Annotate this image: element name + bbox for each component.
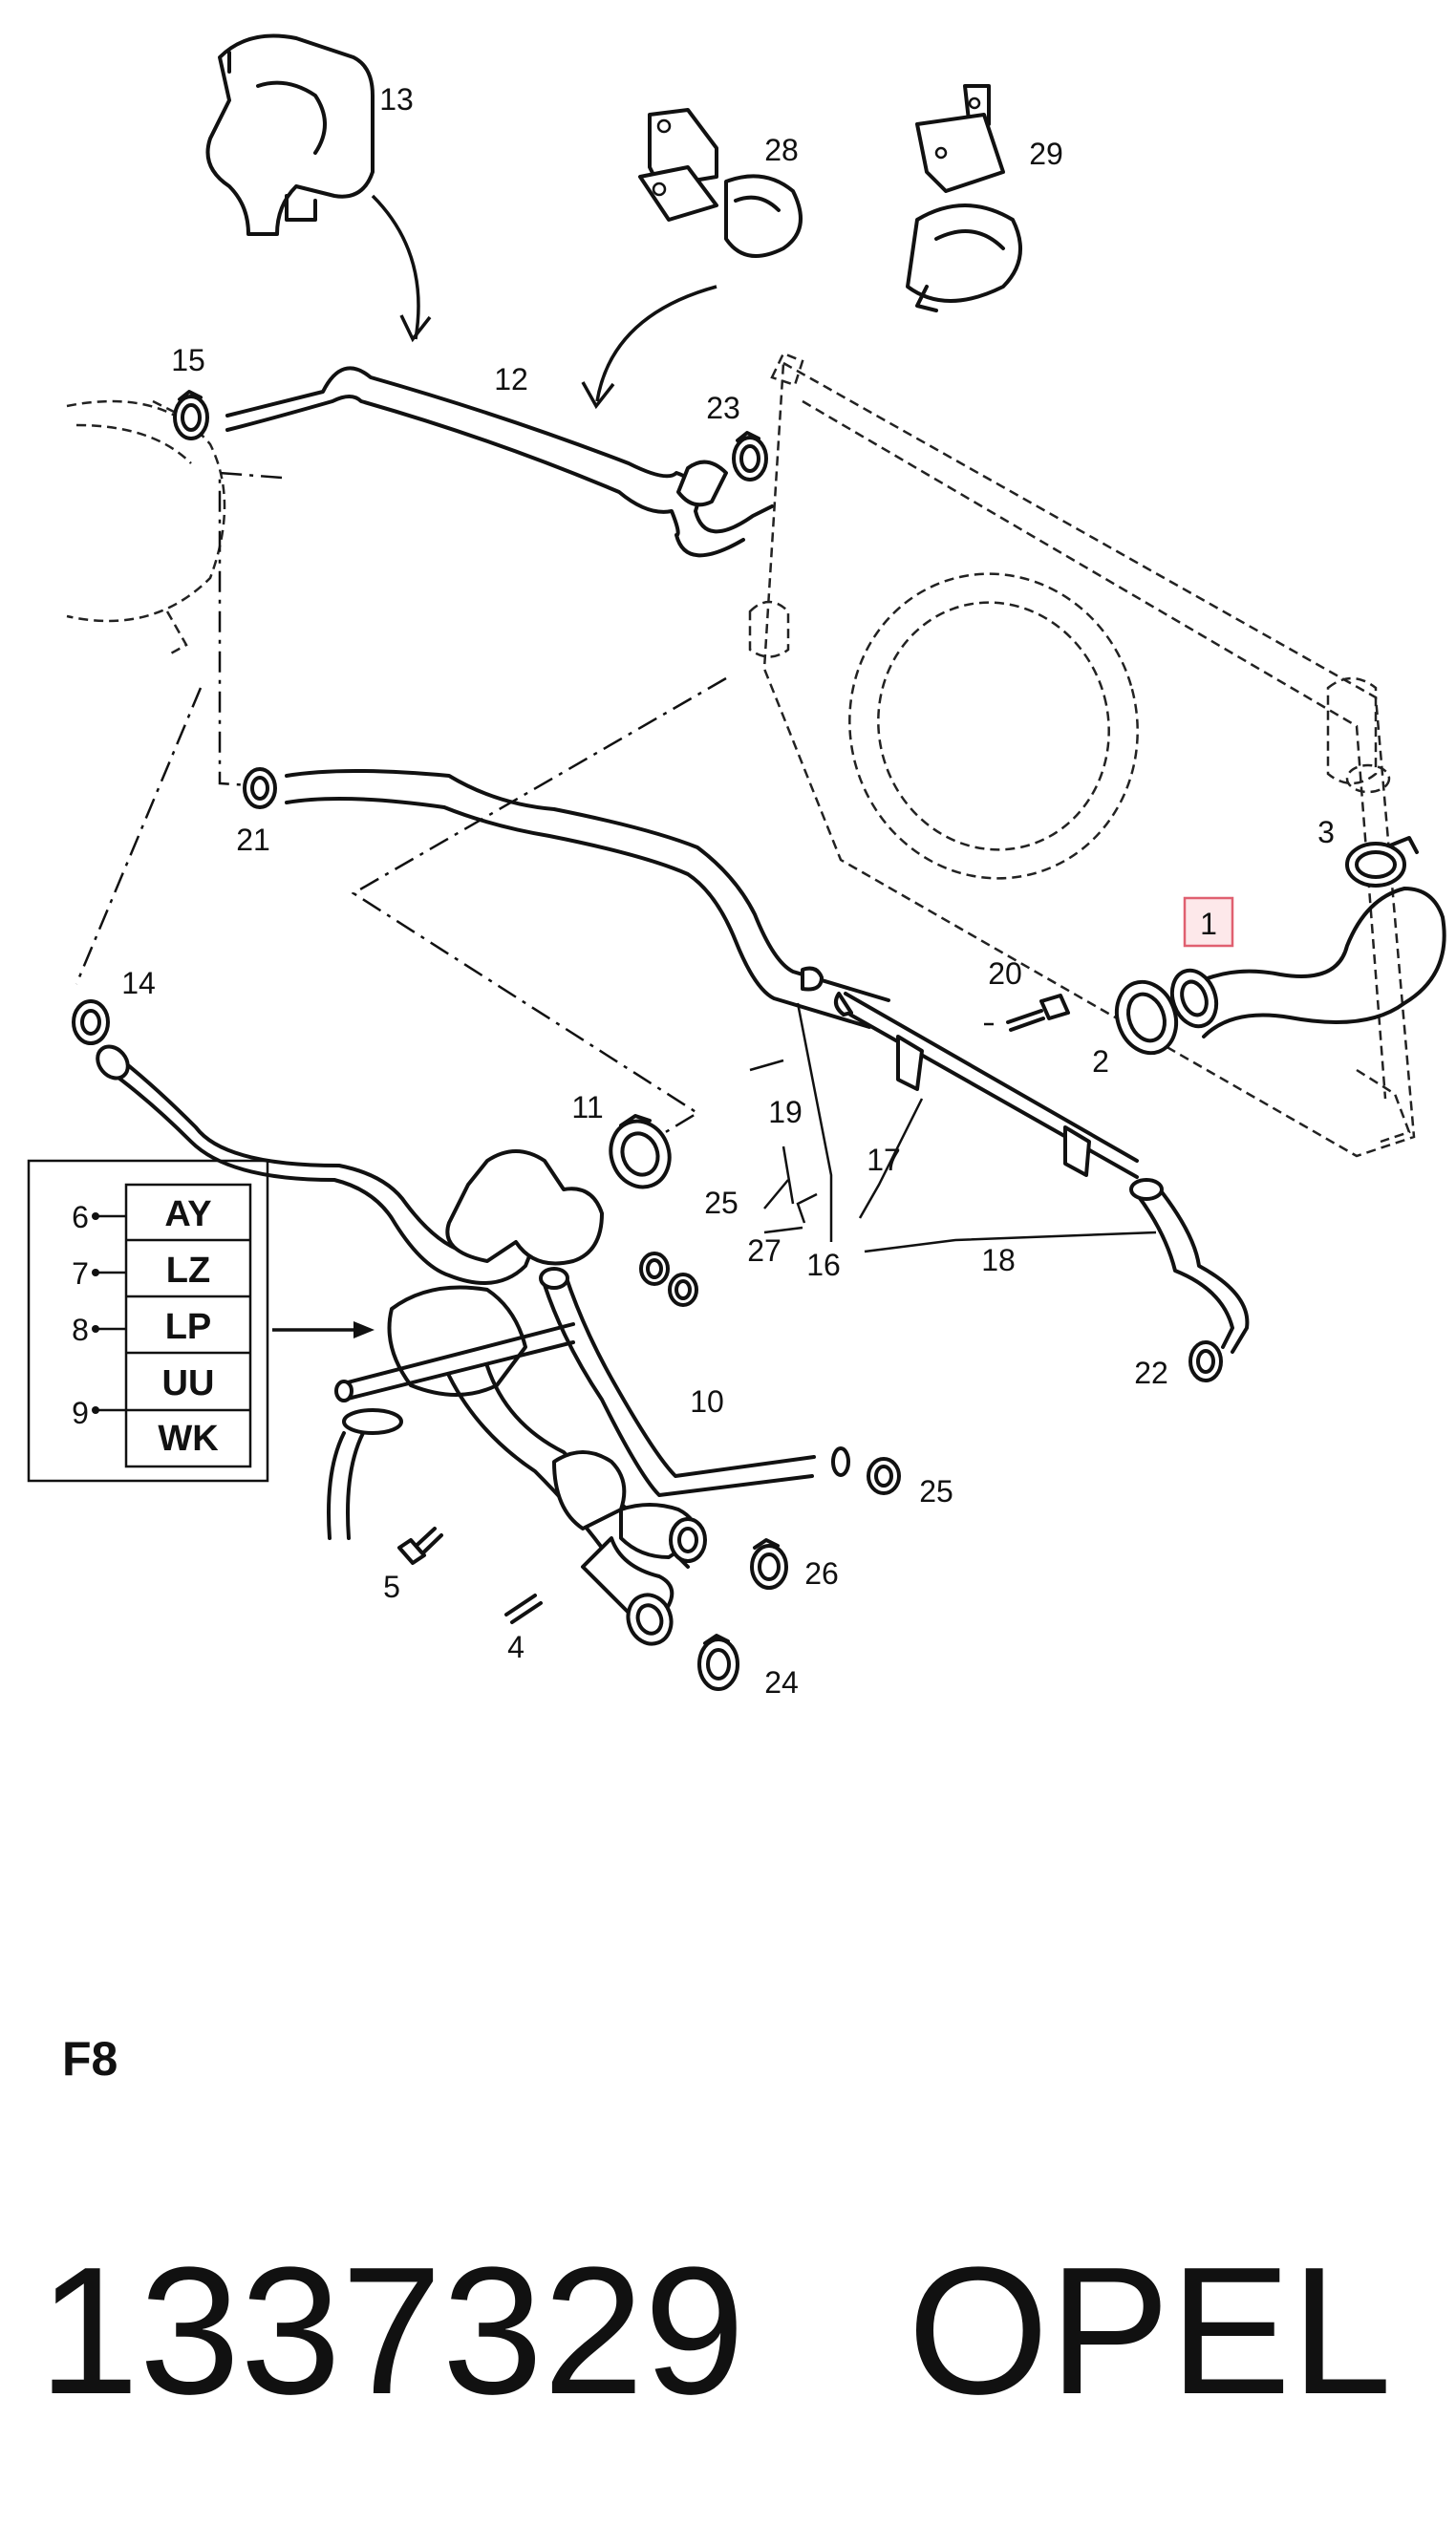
callout-14: 14 — [121, 966, 156, 1000]
clamp-25a — [639, 1252, 670, 1286]
callout-11: 11 — [571, 1090, 603, 1124]
callout-20: 20 — [988, 956, 1022, 991]
legend-code-5: WK — [158, 1419, 219, 1459]
callout-15: 15 — [171, 343, 205, 377]
callout-5: 5 — [383, 1570, 400, 1604]
arrowhead-13 — [399, 314, 432, 343]
callout-19: 19 — [768, 1095, 803, 1129]
seal-11 — [609, 1114, 672, 1189]
clamp-21 — [243, 767, 277, 809]
callout-4: 4 — [507, 1630, 525, 1664]
bracket-28 — [638, 108, 803, 258]
hose-19 — [285, 769, 890, 1029]
highlight-box-1 — [1183, 896, 1234, 948]
leader-dashdot-lines — [75, 471, 727, 1144]
variant-legend: AY LZ LP UU WK 6 7 8 9 — [27, 1159, 269, 1483]
clamp-23 — [732, 431, 768, 482]
footer-part-number: 1337329 — [38, 2230, 745, 2432]
callout-25a: 25 — [704, 1186, 739, 1220]
callout-1: 1 — [1200, 907, 1217, 941]
radiator-ghost — [748, 352, 1416, 1158]
callout-labels: 13 28 29 15 12 23 21 3 1 20 14 2 11 19 1… — [121, 82, 1335, 1700]
section-code: F8 — [62, 2032, 118, 2086]
arrow-13 — [371, 194, 420, 340]
legend-code-1: AY — [164, 1194, 211, 1234]
legend-arrowhead — [353, 1321, 375, 1338]
callout-18: 18 — [981, 1243, 1016, 1277]
legend-number-6: 6 — [72, 1200, 89, 1234]
leader-lines — [749, 1002, 1157, 1253]
water-pipe-assembly — [327, 1149, 850, 1646]
callout-12: 12 — [494, 362, 528, 396]
clip-13 — [205, 33, 375, 236]
legend-code-2: LZ — [166, 1251, 210, 1291]
callout-22: 22 — [1134, 1356, 1168, 1390]
legend-code-3: LP — [165, 1307, 212, 1347]
clamp-15 — [173, 390, 209, 440]
clamp-14 — [72, 999, 110, 1045]
bolt-20 — [1006, 994, 1070, 1032]
legend-number-9: 9 — [72, 1396, 89, 1430]
callout-28: 28 — [764, 133, 799, 167]
clamp-22 — [1188, 1340, 1223, 1382]
clamp-27 — [668, 1273, 698, 1307]
callout-25b: 25 — [919, 1474, 953, 1509]
footer-brand: OPEL — [908, 2230, 1392, 2432]
hose-18 — [1129, 1178, 1250, 1354]
callout-23: 23 — [706, 391, 740, 425]
arrowhead-28 — [581, 381, 615, 410]
legend-number-8: 8 — [72, 1313, 89, 1347]
callout-26: 26 — [804, 1556, 839, 1591]
clamp-2 — [1114, 979, 1179, 1056]
hose-12 — [225, 366, 774, 558]
arrow-28 — [595, 285, 717, 402]
callout-16: 16 — [806, 1248, 841, 1282]
legend-code-4: UU — [162, 1363, 215, 1403]
clamp-26 — [750, 1538, 788, 1590]
callout-27: 27 — [747, 1233, 782, 1268]
expansion-tank-ghost — [66, 399, 226, 656]
legend-number-7: 7 — [72, 1256, 89, 1291]
pipe-17 — [833, 992, 1139, 1179]
callout-21: 21 — [236, 823, 270, 857]
stud-4 — [504, 1594, 543, 1624]
callout-10: 10 — [690, 1384, 724, 1419]
callout-29: 29 — [1029, 137, 1063, 171]
callout-2: 2 — [1092, 1044, 1109, 1079]
callout-13: 13 — [379, 82, 414, 117]
callout-24: 24 — [764, 1665, 799, 1700]
clamp-3 — [1345, 836, 1419, 888]
hose-1 — [1169, 887, 1446, 1038]
callout-3: 3 — [1317, 815, 1335, 849]
callout-17: 17 — [867, 1143, 901, 1177]
clamp-24 — [697, 1634, 739, 1691]
bolt-5 — [397, 1527, 443, 1565]
clamp-25b — [867, 1457, 901, 1495]
bracket-29 — [906, 84, 1022, 312]
